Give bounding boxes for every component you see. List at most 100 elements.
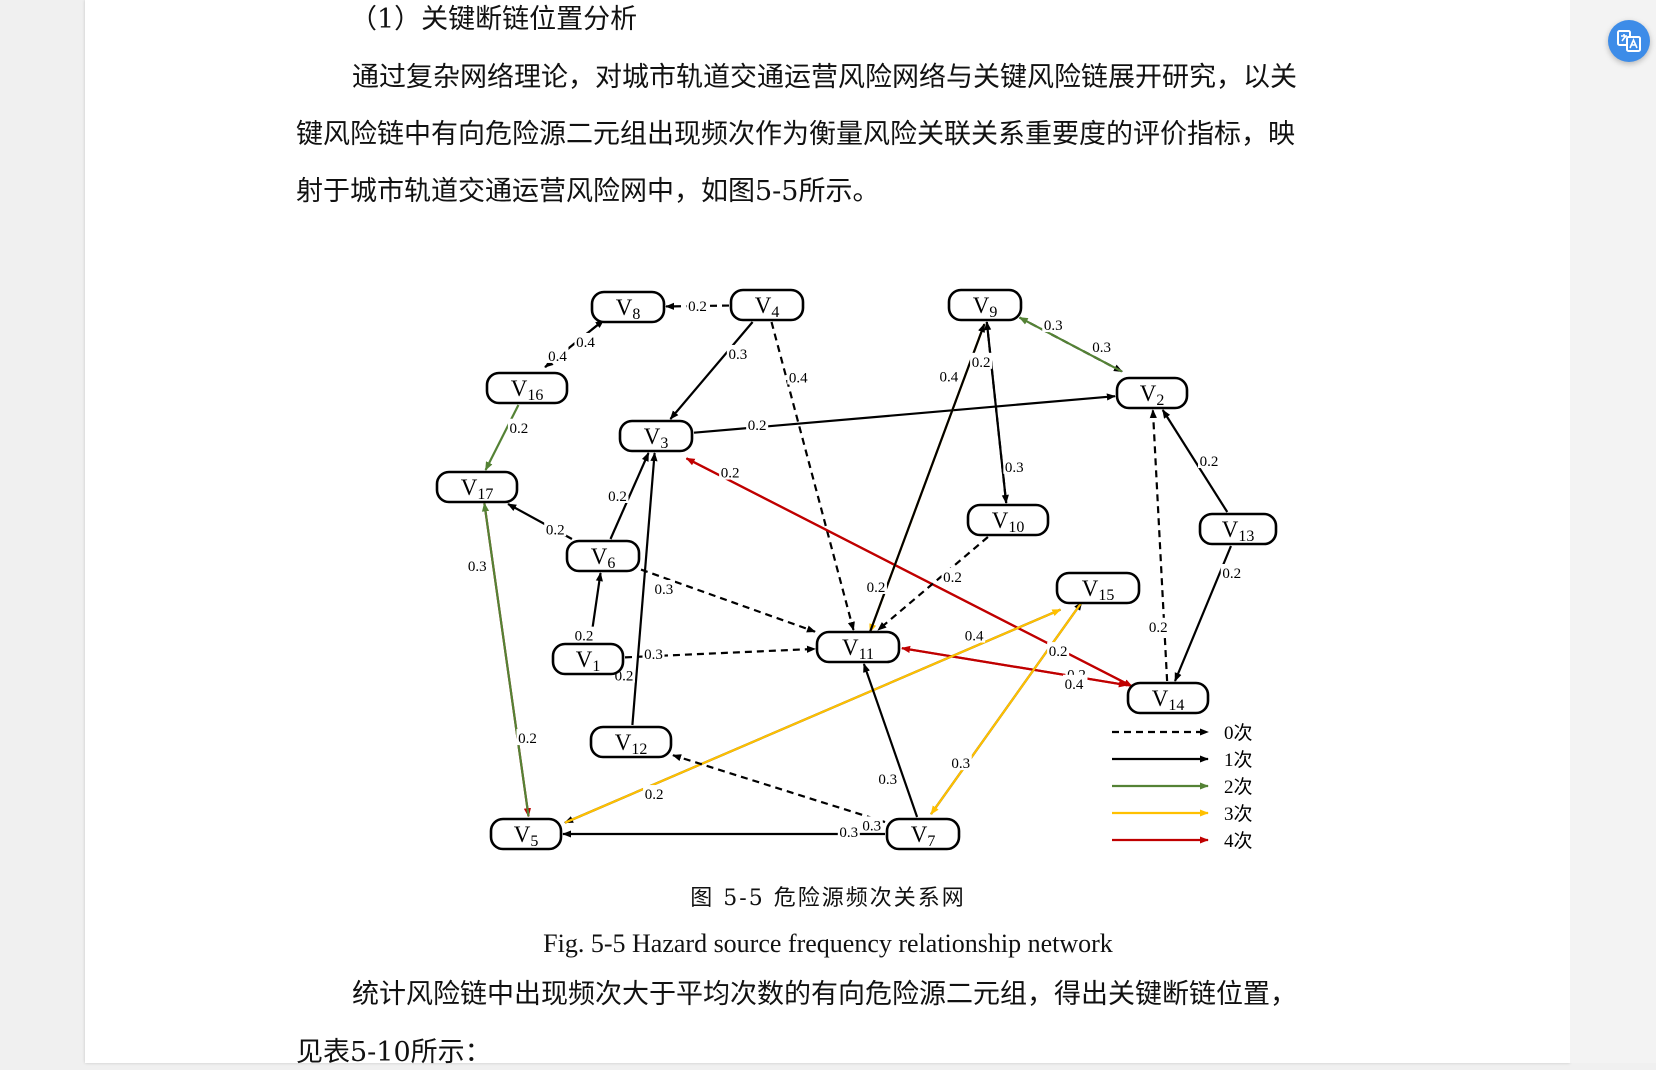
edge-label-bg (1220, 564, 1243, 580)
edge-weight-label: 0.2 (748, 418, 767, 434)
edge-weight-label: 0.4 (939, 369, 958, 385)
node-v4: V4 (729, 288, 805, 322)
edge-v16-to-v17 (484, 404, 520, 471)
edge-weight-label: 0.3 (644, 647, 663, 663)
paragraph-2-line-1: 统计风险链中出现频次大于平均次数的有向危险源二元组，得出关键断链位置， (352, 979, 1297, 1010)
edge-v13-to-v2 (1161, 409, 1229, 513)
edge-weight-label: 0.2 (518, 731, 537, 747)
svg-text:V7: V7 (911, 822, 936, 850)
edge-label-bg (876, 769, 899, 786)
edge-weight-label: 0.4 (965, 629, 984, 645)
edge-v11-to-v9 (868, 323, 986, 633)
edge-weight-label: 0.2 (645, 787, 664, 803)
svg-text:V3: V3 (644, 424, 669, 452)
edge-v6-to-v3 (609, 452, 650, 540)
svg-text:V4: V4 (755, 293, 780, 321)
edge-weight-label: 0.3 (728, 347, 747, 363)
edge-weight-label: 0.3 (1044, 318, 1063, 334)
node-v3: V3 (618, 419, 694, 453)
edge-weight-label: 0.3 (862, 818, 881, 834)
paragraph-2-line-2: 见表5-10所示： (296, 1037, 492, 1068)
edge-label-bg (643, 785, 666, 802)
edge-v12-to-v3 (631, 452, 658, 726)
edge-weight-label: 0.3 (878, 772, 897, 788)
paragraph-1-line-2: 键风险链中有向危险源二元组出现频次作为衡量风险关联关系重要度的评价指标，映 (296, 119, 1295, 150)
section-heading: （1）关键断链位置分析 (350, 4, 638, 35)
edge-weight-label: 0.2 (867, 580, 886, 596)
node-v13: V13 (1198, 512, 1278, 546)
edge-weight-label: 0.2 (1049, 644, 1068, 660)
node-v14: V14 (1126, 681, 1210, 715)
edge-weight-label: 0.3 (655, 582, 674, 598)
edge-weight-label: 0.2 (721, 466, 740, 482)
translate-icon[interactable] (1608, 20, 1650, 62)
node-v11: V11 (815, 630, 901, 664)
edge-weight-label: 0.2 (575, 629, 594, 645)
svg-text:V12: V12 (615, 730, 648, 758)
node-v2: V2 (1115, 376, 1189, 410)
edge-v15-to-v7 (930, 601, 1083, 815)
svg-text:V16: V16 (511, 376, 544, 404)
legend-label-0: 0次 (1224, 722, 1253, 744)
edge-weight-label: 0.3 (839, 825, 858, 841)
edge-weight-label: 0.2 (510, 421, 529, 437)
edge-label-bg (937, 367, 960, 384)
edge-weight-label: 0.3 (468, 559, 487, 575)
edge-weight-label: 0.4 (789, 370, 808, 386)
edge-weight-label: 0.3 (1005, 460, 1024, 476)
edge-weight-label: 0.2 (972, 355, 991, 371)
svg-text:V9: V9 (973, 293, 998, 321)
svg-text:V15: V15 (1082, 576, 1115, 604)
figure-caption-en: Fig. 5-5 Hazard source frequency relatio… (543, 929, 1113, 958)
svg-text:V14: V14 (1152, 686, 1185, 714)
svg-text:V11: V11 (842, 635, 874, 663)
edge-v14-to-v11 (901, 645, 1128, 687)
edge-weight-label: 0.2 (1200, 454, 1219, 470)
edge-v5-to-v17 (481, 502, 530, 817)
edge-label-bg (864, 577, 887, 594)
edge-label-bg (572, 626, 595, 643)
node-v5: V5 (489, 817, 563, 851)
edge-label-bg (546, 346, 569, 363)
edge-label-bg (941, 567, 964, 584)
edge-label-bg (1042, 316, 1065, 333)
paragraph-1-line-1: 通过复杂网络理论，对城市轨道交通运营风险网络与关键风险链展开研究，以关 (352, 62, 1297, 93)
edge-label-bg (963, 626, 986, 643)
edge-label-bg (949, 754, 972, 771)
edge-weight-label: 0.4 (548, 349, 567, 365)
edge-weight-label: 0.3 (951, 756, 970, 772)
edge-label-bg (719, 463, 742, 480)
node-v1: V1 (551, 642, 625, 676)
edge-weight-label: 0.2 (943, 570, 962, 586)
svg-text:V5: V5 (514, 822, 539, 850)
node-v17: V17 (435, 470, 519, 504)
paragraph-1-line-3: 射于城市轨道交通运营风险网中，如图5-5所示。 (296, 176, 880, 207)
edge-label-bg (726, 344, 749, 361)
svg-text:V8: V8 (616, 295, 641, 323)
edge-label-bg (787, 368, 810, 385)
legend-label-1: 1次 (1224, 749, 1253, 771)
edge-label-bg (1062, 674, 1085, 691)
edge-label-bg (574, 332, 597, 349)
edge-label-bg (1003, 457, 1026, 474)
edge-v4-to-v11 (770, 321, 855, 631)
edge-label-bg (516, 729, 539, 746)
edge-label-bg (970, 352, 993, 369)
node-v6: V6 (565, 539, 641, 573)
edge-label-bg (1198, 452, 1220, 468)
node-v12: V12 (589, 725, 673, 759)
right-tool-strip (1570, 0, 1656, 1063)
node-v7: V7 (885, 817, 961, 851)
node-v8: V8 (590, 290, 666, 324)
legend-label-2: 2次 (1224, 776, 1253, 798)
edge-v4-to-v3 (669, 321, 754, 420)
edge-weight-label: 0.2 (1222, 566, 1241, 582)
edge-v7-to-v11 (862, 663, 919, 818)
legend-label-3: 3次 (1224, 803, 1253, 825)
edge-weight-label: 0.4 (576, 335, 595, 351)
node-v9: V9 (947, 288, 1023, 322)
figure-caption-cn: 图 5-5 危险源频次关系网 (690, 886, 966, 911)
edge-label-bg (606, 487, 629, 503)
